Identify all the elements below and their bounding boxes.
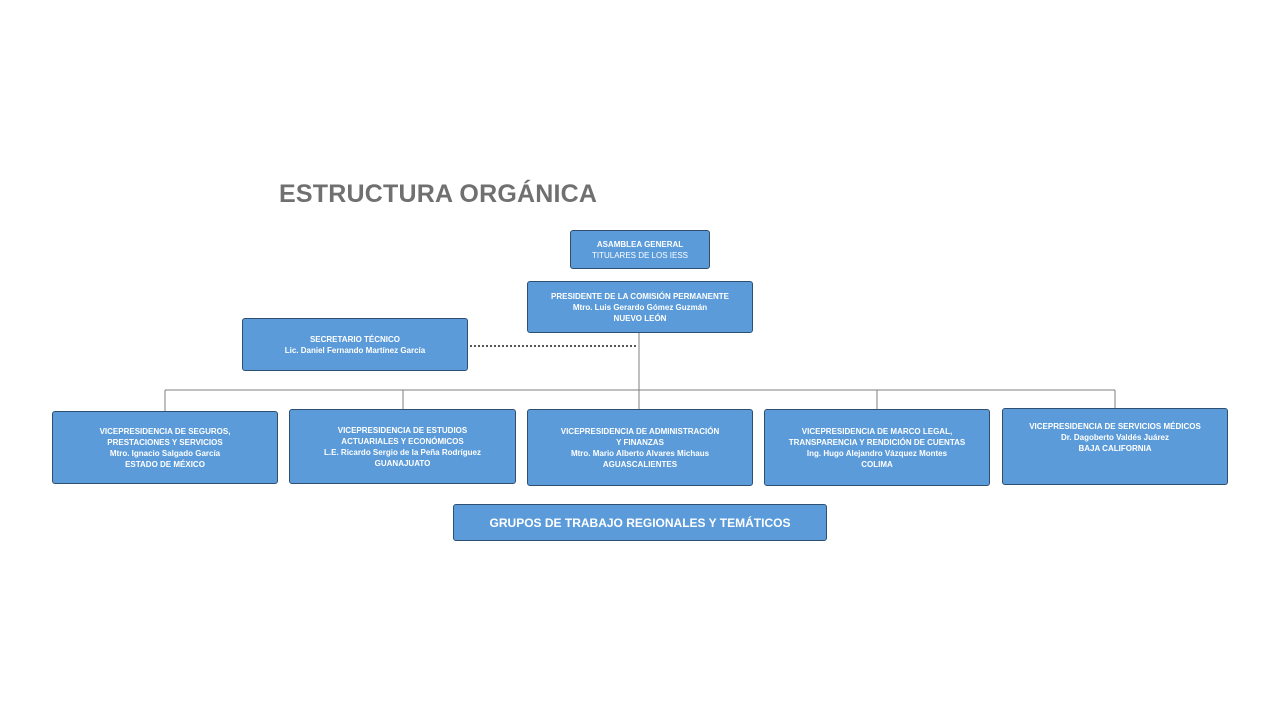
node-vp-line: VICEPRESIDENCIA DE ADMINISTRACIÓN xyxy=(560,426,720,436)
node-vp-line: VICEPRESIDENCIA DE SERVICIOS MÉDICOS xyxy=(1029,422,1201,431)
node-asamblea-general: ASAMBLEA GENERAL TITULARES DE LOS IESS xyxy=(570,230,710,269)
node-vp-servicios-medicos: VICEPRESIDENCIA DE SERVICIOS MÉDICOS Dr.… xyxy=(1002,408,1228,485)
node-vp-marco-legal: VICEPRESIDENCIA DE MARCO LEGAL, TRANSPAR… xyxy=(764,409,990,486)
node-vp-line: Mtro. Mario Alberto Alvares Michaus xyxy=(570,448,710,458)
node-vp-line: AGUASCALIENTES xyxy=(602,459,678,469)
node-vp-line: Dr. Dagoberto Valdés Juárez xyxy=(1060,433,1170,442)
node-vp-line: VICEPRESIDENCIA DE SEGUROS, xyxy=(99,426,231,436)
node-vp-line: COLIMA xyxy=(861,459,893,469)
node-vp-line: PRESTACIONES Y SERVICIOS xyxy=(107,437,223,447)
node-vp-seguros: VICEPRESIDENCIA DE SEGUROS, PRESTACIONES… xyxy=(52,411,278,484)
node-vp-line: VICEPRESIDENCIA DE MARCO LEGAL, xyxy=(801,426,953,436)
node-asamblea-subtitle: TITULARES DE LOS IESS xyxy=(591,250,689,260)
node-secretario-tecnico: SECRETARIO TÉCNICO Lic. Daniel Fernando … xyxy=(242,318,468,371)
node-vp-line: L.E. Ricardo Sergio de la Peña Rodríguez xyxy=(324,447,481,457)
node-vp-administracion: VICEPRESIDENCIA DE ADMINISTRACIÓN Y FINA… xyxy=(527,409,753,486)
node-secretario-name: Lic. Daniel Fernando Martínez García xyxy=(284,345,426,355)
node-vp-line: Ing. Hugo Alejandro Vázquez Montes xyxy=(806,448,948,458)
node-grupos-label: GRUPOS DE TRABAJO REGIONALES Y TEMÁTICOS xyxy=(489,515,791,530)
node-vp-line: TRANSPARENCIA Y RENDICIÓN DE CUENTAS xyxy=(788,437,966,447)
node-vp-line: Mtro. Ignacio Salgado García xyxy=(109,448,221,458)
node-vp-line: BAJA CALIFORNIA xyxy=(1078,444,1152,453)
node-presidente-name: Mtro. Luis Gerardo Gómez Guzmán xyxy=(572,302,708,312)
node-presidente-state: NUEVO LEÓN xyxy=(613,313,667,323)
node-presidente-title: PRESIDENTE DE LA COMISIÓN PERMANENTE xyxy=(551,291,729,301)
node-vp-line: GUANAJUATO xyxy=(374,458,431,468)
node-vp-line: Y FINANZAS xyxy=(616,437,664,447)
node-secretario-title: SECRETARIO TÉCNICO xyxy=(309,334,401,344)
page-title: ESTRUCTURA ORGÁNICA xyxy=(279,180,598,208)
node-vp-line: ACTUARIALES Y ECONÓMICOS xyxy=(341,436,464,446)
node-presidente: PRESIDENTE DE LA COMISIÓN PERMANENTE Mtr… xyxy=(527,281,753,333)
node-asamblea-title: ASAMBLEA GENERAL xyxy=(596,239,684,249)
node-grupos-de-trabajo: GRUPOS DE TRABAJO REGIONALES Y TEMÁTICOS xyxy=(453,504,827,541)
node-vp-estudios-actuariales: VICEPRESIDENCIA DE ESTUDIOS ACTUARIALES … xyxy=(289,409,516,484)
node-vp-line: VICEPRESIDENCIA DE ESTUDIOS xyxy=(337,425,468,435)
node-vp-line: ESTADO DE MÉXICO xyxy=(125,459,205,469)
